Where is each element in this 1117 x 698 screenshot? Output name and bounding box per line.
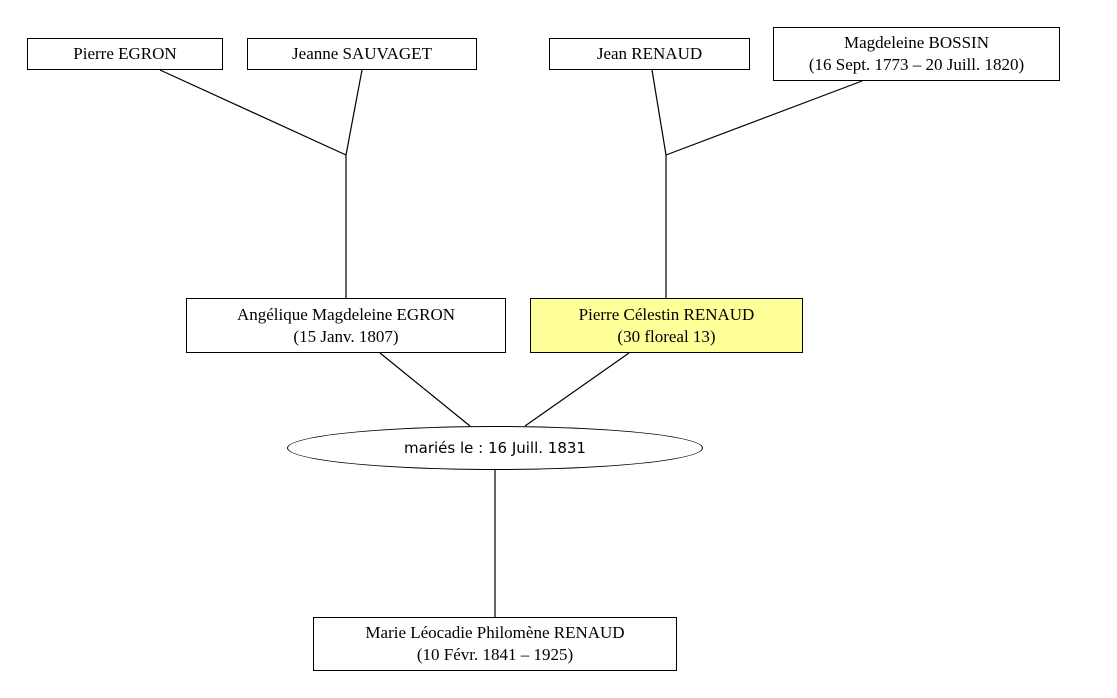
person-name: Pierre Célestin RENAUD	[578, 304, 755, 324]
marriage-ellipse: mariés le : 16 Juill. 1831	[287, 426, 703, 470]
person-pierre-egron[interactable]: Pierre EGRON	[27, 38, 223, 70]
marriage-label: mariés le : 16 Juill. 1831	[404, 439, 586, 457]
link-pierre-egron-junction	[159, 69, 347, 156]
link-pierre-celestin-marriage	[524, 352, 630, 427]
person-name: Jeanne SAUVAGET	[292, 44, 432, 63]
person-angelique-magdeleine-egron[interactable]: Angélique Magdeleine EGRON (15 Janv. 180…	[186, 298, 506, 353]
link-jeanne-sauvaget-junction	[345, 69, 363, 156]
link-magdeleine-bossin-junction	[665, 80, 863, 156]
person-jeanne-sauvaget[interactable]: Jeanne SAUVAGET	[247, 38, 477, 70]
person-name: Angélique Magdeleine EGRON	[236, 304, 456, 324]
person-magdeleine-bossin[interactable]: Magdeleine BOSSIN (16 Sept. 1773 – 20 Ju…	[773, 27, 1060, 81]
person-dates: (15 Janv. 1807)	[293, 326, 399, 346]
person-pierre-celestin-renaud[interactable]: Pierre Célestin RENAUD (30 floreal 13)	[530, 298, 803, 353]
person-name: Magdeleine BOSSIN	[844, 33, 989, 52]
person-marie-leocadie-philomene-renaud[interactable]: Marie Léocadie Philomène RENAUD (10 Févr…	[313, 617, 677, 671]
person-name: Jean RENAUD	[596, 44, 703, 63]
link-jean-renaud-junction	[651, 69, 667, 156]
person-name: Pierre EGRON	[73, 44, 177, 63]
person-dates: (10 Févr. 1841 – 1925)	[416, 645, 574, 664]
person-dates: (16 Sept. 1773 – 20 Juill. 1820)	[808, 55, 1025, 74]
link-angelique-marriage	[379, 352, 471, 427]
person-name: Marie Léocadie Philomène RENAUD	[365, 623, 625, 642]
person-dates: (30 floreal 13)	[617, 326, 716, 346]
person-jean-renaud[interactable]: Jean RENAUD	[549, 38, 750, 70]
